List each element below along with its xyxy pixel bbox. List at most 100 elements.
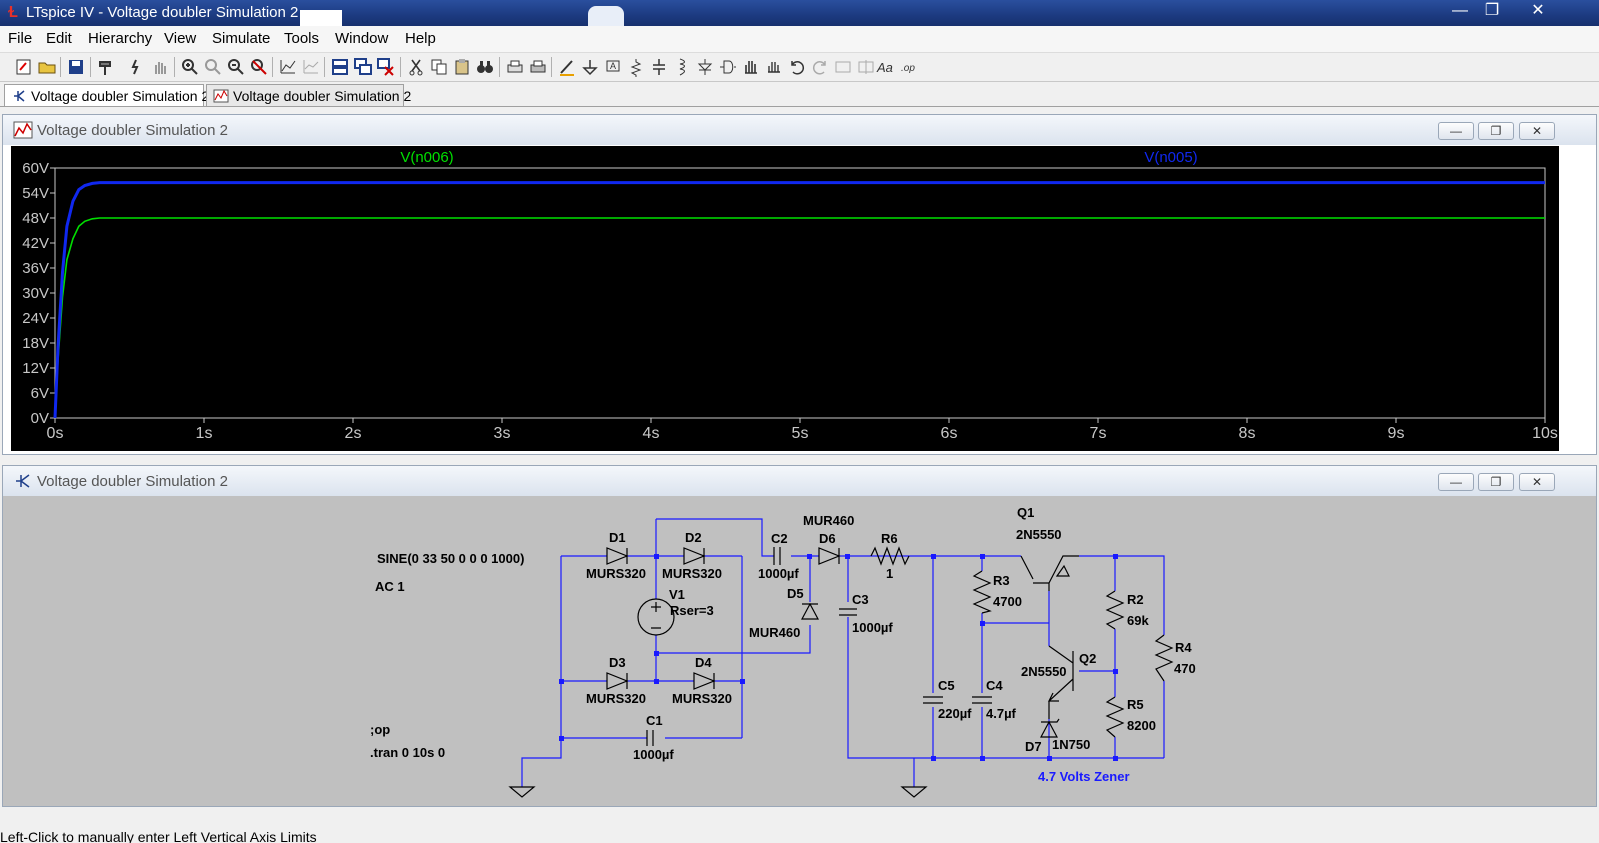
title-artifact [300,10,342,26]
tab-schematic[interactable]: Voltage doubler Simulation 2 [4,84,209,106]
menu-file[interactable]: File [8,30,33,47]
waveform-close-button[interactable]: ✕ [1519,122,1555,140]
grid-icon[interactable] [301,57,321,77]
menu-simulate[interactable]: Simulate [212,30,271,47]
c2-label: C2 [771,531,788,546]
tab-schematic-label: Voltage doubler Simulation 2 [31,88,210,104]
zoom-fit-icon[interactable] [249,57,269,77]
copy-icon[interactable] [429,57,449,77]
r6-value: 1 [886,566,893,581]
control-panel-hammer-icon[interactable] [96,57,116,77]
y-tick-label: 48V [22,210,49,227]
diode-d3-symbol [606,672,629,690]
halt-hand-icon[interactable] [150,57,170,77]
resistor-icon[interactable] [626,57,646,77]
mirror-icon[interactable] [856,57,876,77]
x-tick-label: 10s [1532,425,1558,442]
y-tick-label: 6V [31,385,49,402]
q1-model: 2N5550 [1016,527,1062,542]
x-tick-label: 5s [792,425,809,442]
minimize-button[interactable]: — [1452,2,1468,19]
capacitor-c1-symbol [646,730,654,746]
maximize-button[interactable]: ❐ [1484,2,1500,19]
cut-icon[interactable] [406,57,426,77]
rotate-icon[interactable] [833,57,853,77]
print-icon[interactable] [528,57,548,77]
x-tick-label: 4s [643,425,660,442]
new-schematic-icon[interactable] [14,57,34,77]
d7-label: D7 [1025,739,1042,754]
c4-value: 4.7µf [986,706,1017,721]
c5-value: 220µf [938,706,972,721]
zoom-out-icon[interactable] [226,57,246,77]
r5-value: 8200 [1127,718,1156,733]
schematic-labels: SINE(0 33 50 0 0 0 1000) AC 1 ;op .tran … [370,505,1196,784]
inductor-icon[interactable] [672,57,692,77]
schematic-close-button[interactable]: ✕ [1519,473,1555,491]
open-folder-icon[interactable] [37,57,57,77]
resistor-r4-symbol [1154,634,1174,682]
menu-help[interactable]: Help [405,30,436,47]
close-all-icon[interactable] [376,57,396,77]
status-text: Left-Click to manually enter Left Vertic… [0,832,317,843]
save-icon[interactable] [66,57,86,77]
menu-edit[interactable]: Edit [46,30,72,47]
tab-waveform[interactable]: Voltage doubler Simulation 2 [206,84,411,106]
run-icon[interactable] [126,57,146,77]
diode-d1-symbol [606,547,629,565]
v1-rser: Rser=3 [670,603,714,618]
schematic-window-title: Voltage doubler Simulation 2 [37,473,228,490]
redo-icon[interactable] [810,57,830,77]
capacitor-icon[interactable] [649,57,669,77]
menu-hierarchy[interactable]: Hierarchy [88,30,153,47]
status-bar: Left-Click to manually enter Left Vertic… [0,832,1599,843]
x-tick-label: 8s [1239,425,1256,442]
voltage-source-v1-symbol [637,598,675,636]
d1-model: MURS320 [586,566,646,581]
q1-label: Q1 [1017,505,1034,520]
zoom-pan-icon[interactable] [203,57,223,77]
schematic-minimize-button[interactable]: — [1438,473,1474,491]
waveform-window-header: Voltage doubler Simulation 2 — ❐ ✕ [3,115,1596,145]
schematic-canvas[interactable]: SINE(0 33 50 0 0 0 1000) AC 1 ;op .tran … [11,496,1561,802]
transistor-q1-symbol [1020,555,1079,591]
y-tick-label: 12V [22,360,49,377]
diode-d6-symbol [818,547,841,565]
tile-horizontal-icon[interactable] [330,57,350,77]
waveform-minimize-button[interactable]: — [1438,122,1474,140]
autorange-icon[interactable] [278,57,298,77]
cascade-icon[interactable] [353,57,373,77]
component-icon[interactable] [718,57,738,77]
diode-icon[interactable] [695,57,715,77]
resistor-r2-symbol [1105,590,1125,630]
find-binoculars-icon[interactable] [475,57,495,77]
capacitor-c5-symbol [923,696,943,704]
move-hand-icon[interactable] [741,57,761,77]
waveform-restore-button[interactable]: ❐ [1478,122,1514,140]
waveform-window-icon [13,121,33,139]
draw-wire-icon[interactable] [557,57,577,77]
undo-icon[interactable] [787,57,807,77]
drag-hand-icon[interactable] [764,57,784,77]
text-icon[interactable]: Aa [876,57,896,77]
menu-tools[interactable]: Tools [284,30,320,47]
paste-icon[interactable] [452,57,472,77]
waveform-icon [213,89,229,103]
menu-window[interactable]: Window [335,30,389,47]
schematic-restore-button[interactable]: ❐ [1478,473,1514,491]
ground-icon[interactable] [580,57,600,77]
label-net-icon[interactable]: A [603,57,623,77]
y-tick-label: 42V [22,235,49,252]
close-button[interactable]: ✕ [1531,2,1545,19]
zoom-in-icon[interactable] [180,57,200,77]
ltspice-logo-icon: Ɫ [8,4,18,21]
print-setup-icon[interactable] [505,57,525,77]
r4-value: 470 [1174,661,1196,676]
spice-directive-icon[interactable]: .op [899,57,919,77]
menu-view[interactable]: View [164,30,197,47]
d5-label: D5 [787,586,804,601]
legend-entry: V(n005) [1144,149,1197,166]
d4-model: MURS320 [672,691,732,706]
